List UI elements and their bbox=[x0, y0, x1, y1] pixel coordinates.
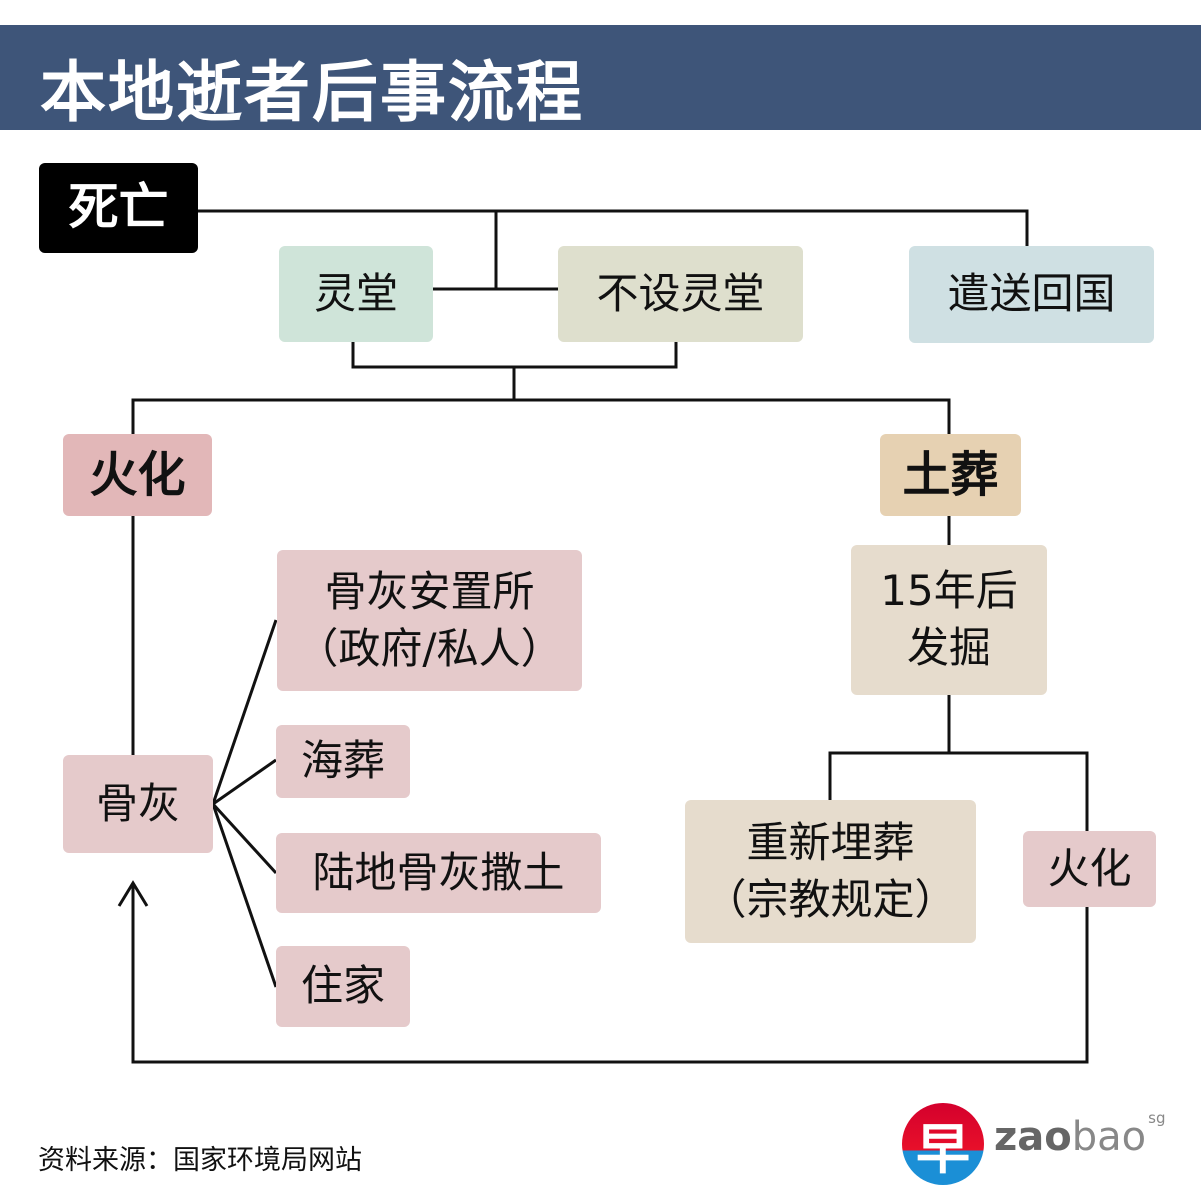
node-land-scatter: 陆地骨灰撒土 bbox=[276, 833, 601, 913]
node-label: 土葬 bbox=[902, 446, 999, 503]
logo-wordmark: zaobao bbox=[994, 1117, 1146, 1157]
node-label: 遣送回国 bbox=[947, 269, 1116, 319]
source-note: 资料来源：国家环境局网站 bbox=[38, 1145, 362, 1176]
logo-light: bao bbox=[1071, 1114, 1147, 1160]
node-ashes: 骨灰 bbox=[63, 755, 213, 853]
node-cremation-2: 火化 bbox=[1023, 831, 1156, 907]
node-label: 死亡 bbox=[68, 178, 169, 237]
node-home: 住家 bbox=[276, 946, 410, 1027]
node-rebury: 重新埋葬 （宗教规定） bbox=[685, 800, 976, 943]
node-hall: 灵堂 bbox=[279, 246, 433, 342]
logo-glyph: 早 bbox=[916, 1117, 970, 1181]
node-cremation: 火化 bbox=[63, 434, 212, 516]
page-title: 本地逝者后事流程 bbox=[40, 54, 584, 131]
logo-bold: zao bbox=[994, 1114, 1072, 1160]
node-label: 火化 bbox=[89, 446, 186, 503]
node-death: 死亡 bbox=[39, 163, 198, 253]
node-label: 海葬 bbox=[300, 736, 385, 786]
logo-sg: sg bbox=[1148, 1109, 1166, 1127]
node-label: 重新埋葬 bbox=[746, 817, 915, 867]
node-burial: 土葬 bbox=[880, 434, 1021, 516]
node-columbarium: 骨灰安置所 （政府/私人） bbox=[277, 550, 582, 691]
node-label: 15年后 bbox=[880, 566, 1018, 616]
node-label: 灵堂 bbox=[313, 268, 398, 318]
node-sea-burial: 海葬 bbox=[276, 725, 410, 798]
node-no-hall: 不设灵堂 bbox=[558, 246, 803, 342]
node-label: 发掘 bbox=[906, 623, 991, 672]
node-label: 不设灵堂 bbox=[596, 268, 765, 318]
header-bar: 本地逝者后事流程 bbox=[0, 25, 1201, 131]
node-label: 住家 bbox=[300, 961, 385, 1011]
node-label: 骨灰安置所 bbox=[324, 566, 535, 616]
node-label: 火化 bbox=[1047, 843, 1132, 893]
logo-circle-icon: 早 bbox=[902, 1103, 984, 1185]
node-label: 骨灰 bbox=[95, 778, 180, 828]
node-label: 陆地骨灰撒土 bbox=[312, 847, 565, 897]
node-label: （政府/私人） bbox=[296, 623, 563, 673]
node-exhume: 15年后发掘 bbox=[851, 545, 1047, 695]
node-label: （宗教规定） bbox=[704, 874, 957, 924]
zaobao-logo: 早 zaobao sg bbox=[902, 1103, 1165, 1188]
node-repatriate: 遣送回国 bbox=[909, 246, 1154, 343]
